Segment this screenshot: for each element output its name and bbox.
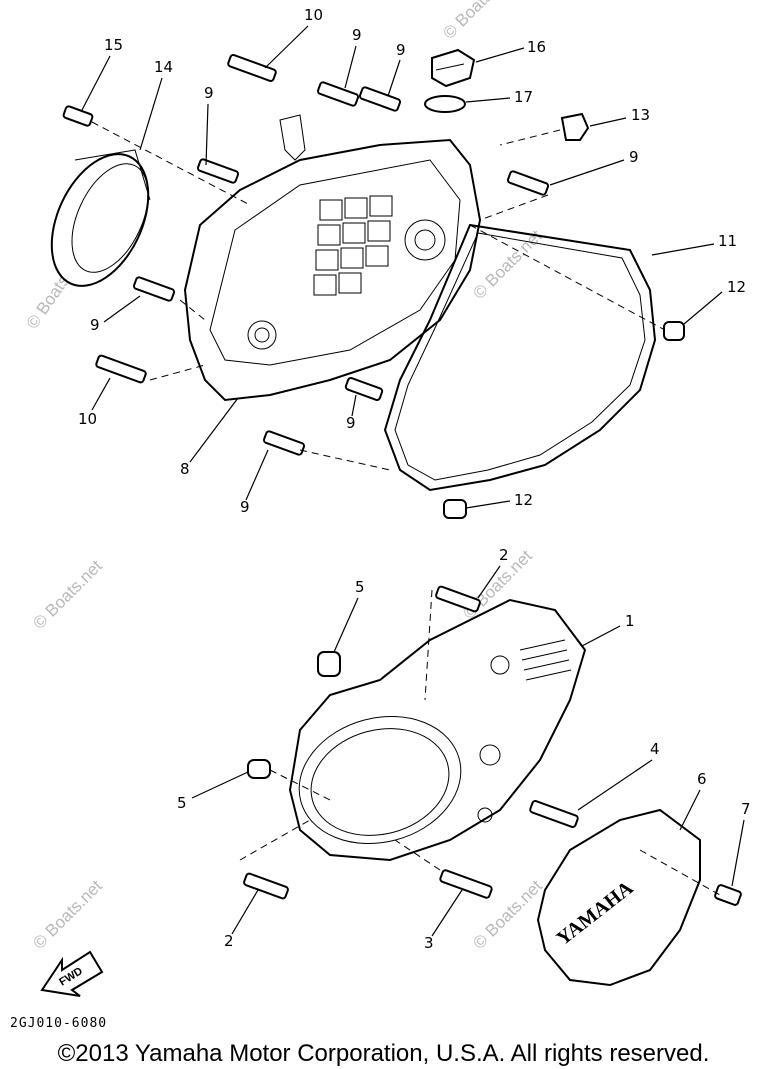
callout-label: 2 [499,546,509,564]
callout-label: 8 [180,460,190,478]
callout-label: 5 [177,794,187,812]
copyright-notice: ©2013 Yamaha Motor Corporation, U.S.A. A… [57,1040,710,1067]
plug-part [560,112,590,141]
seal-ring-part [50,149,151,287]
callout-label: 9 [204,84,214,102]
callout-label: 2 [224,932,234,950]
callout-label: 12 [727,278,746,296]
watermark: © Boats.net [29,876,106,953]
watermark: © Boats.net [29,556,106,633]
callout-label: 17 [514,88,533,106]
callout-label: 9 [346,414,356,432]
dowel-part [443,499,467,519]
callout-label: 13 [631,106,650,124]
clutch-cover-part [288,598,587,862]
callout-label: 11 [718,232,737,250]
watermark: © Boats.net [439,0,516,43]
gasket-part [383,223,657,492]
screw-part [62,53,550,456]
callout-label: 10 [78,410,97,428]
callout-label: 16 [527,38,546,56]
o-ring-part [424,95,466,113]
diagram-part-code: 2GJ010-6080 [10,1016,108,1031]
screw-part [243,585,742,906]
callout-label: 15 [104,36,123,54]
collar-part [317,651,341,677]
callout-label: 12 [514,491,533,509]
callout-label: 3 [424,934,434,952]
callout-label: 9 [90,316,100,334]
callout-label: 1 [625,612,635,630]
exploded-parts-diagram: © Boats.net © Boats.net © Boats.net © Bo… [23,0,751,997]
cover-rib-grid [313,195,393,296]
forward-arrow: FWD [40,950,104,997]
callout-label: 4 [650,740,660,758]
callout-labels: 15 14 10 9 9 9 16 17 13 9 9 11 1 [78,6,751,952]
callout-label: 9 [629,148,639,166]
callout-label: 5 [355,578,365,596]
callout-label: 9 [240,498,250,516]
callout-label: 7 [741,800,751,818]
callout-label: 6 [697,770,707,788]
crankcase-cover-part [183,114,482,402]
callout-label: 9 [352,26,362,44]
collar-part [247,759,271,779]
filler-cap-part [431,48,476,88]
callout-label: 9 [396,41,406,59]
magneto-cover-part: YAMAHA [536,808,701,987]
dowel-part [663,321,685,341]
callout-label: 14 [154,58,173,76]
callout-label: 10 [304,6,323,24]
